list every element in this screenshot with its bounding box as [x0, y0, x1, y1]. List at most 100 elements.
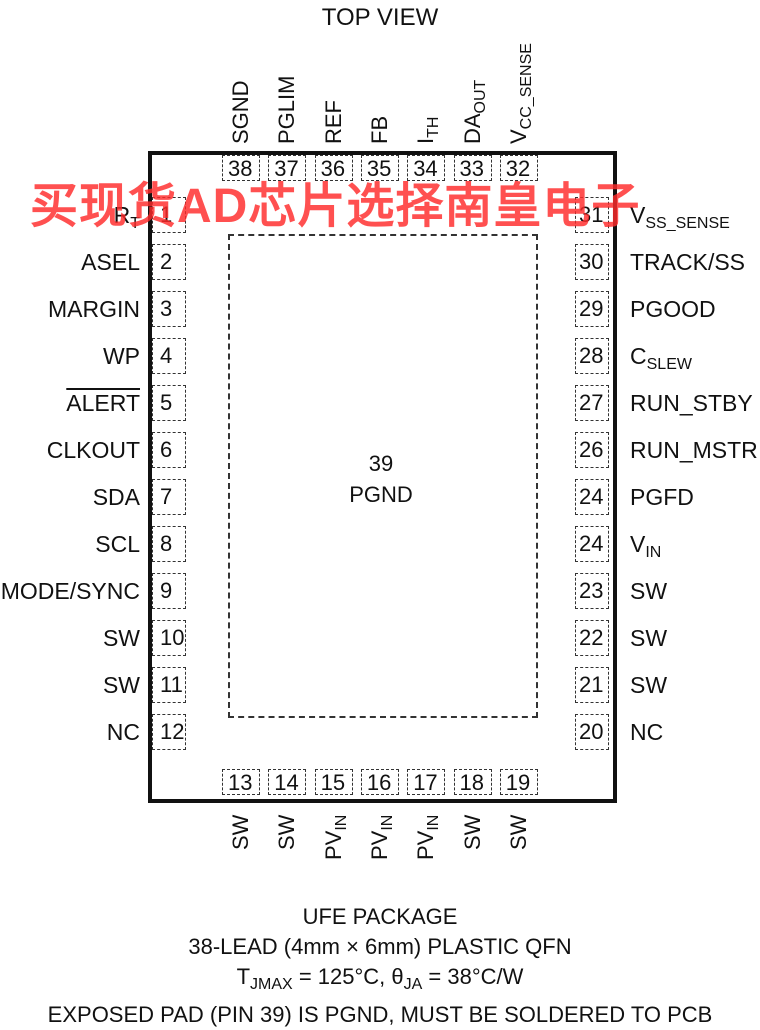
- pin-box-top: [314, 155, 353, 181]
- pin-number: 4: [160, 343, 173, 368]
- pin-box-bottom: [268, 769, 307, 795]
- pin-number: 20: [579, 719, 604, 744]
- pin-number: 3: [160, 296, 173, 321]
- pin-label: SDA: [92, 484, 140, 510]
- pin-label: SW: [228, 815, 253, 851]
- pin-label: REF: [320, 100, 346, 144]
- pin-box-top: [268, 155, 307, 181]
- pin-number: 12: [160, 719, 185, 744]
- pin-box-top: [407, 155, 446, 181]
- pin-label: RT: [113, 202, 140, 232]
- pin-label: SW: [630, 672, 668, 698]
- pin-box-right: [575, 714, 609, 750]
- pin-label: PGFD: [630, 484, 694, 510]
- pin-number: 28: [579, 343, 604, 368]
- pin-label: VCC_SENSE: [505, 43, 535, 144]
- pin-label: PVIN: [366, 815, 396, 861]
- package-description: 38-LEAD (4mm × 6mm) PLASTIC QFN: [188, 934, 572, 959]
- pin-label: TRACK/SS: [630, 249, 746, 275]
- pin-box-right: [575, 573, 609, 609]
- pin-label: VSS_SENSE: [630, 202, 730, 232]
- pin-box-left: [152, 432, 186, 468]
- pin-box-right: [575, 526, 609, 562]
- pin-label: DAOUT: [459, 79, 489, 144]
- pin-number: 37: [274, 156, 299, 181]
- pin-label: SW: [274, 815, 300, 851]
- pin-number: 34: [413, 156, 438, 181]
- exposed-pad-number: 39: [368, 451, 394, 476]
- pin-box-right: [575, 385, 609, 421]
- pin-number: 2: [160, 249, 173, 274]
- pin-number: 36: [320, 156, 346, 181]
- pin-number: 1: [160, 202, 173, 227]
- pin-number: 35: [366, 156, 392, 181]
- pin-number: 29: [579, 296, 604, 321]
- pin-box-bottom: [222, 769, 260, 795]
- pin-box-left: [152, 244, 186, 280]
- pin-label: RUN_STBY: [630, 390, 753, 416]
- pin-box-right: [575, 244, 609, 280]
- watermark-text: 买现货AD芯片选择南皇电子: [30, 180, 641, 233]
- exposed-pad-name: PGND: [349, 482, 413, 507]
- pin-box-right: [575, 197, 609, 233]
- thermal-spec: TJMAX = 125°C, θJA = 38°C/W: [236, 964, 524, 993]
- pin-number: 31: [579, 202, 604, 227]
- pin-number: 5: [160, 390, 173, 415]
- pin-number: 24: [579, 484, 604, 509]
- pin-box-bottom: [360, 769, 399, 795]
- pin-box-left: [152, 667, 186, 703]
- pin-number: 23: [579, 578, 604, 603]
- package-info: UFE PACKAGE 38-LEAD (4mm × 6mm) PLASTIC …: [0, 902, 760, 1030]
- pin-label: VIN: [630, 531, 662, 561]
- pin-number: 16: [366, 770, 392, 795]
- pin-box-right: [575, 432, 609, 468]
- pin-number: 9: [160, 578, 173, 603]
- pin-number: 27: [579, 390, 604, 415]
- pin-number: 33: [459, 156, 484, 181]
- pin-box-left: [152, 714, 186, 750]
- pin-label: WP: [102, 343, 140, 369]
- pin-label: SW: [459, 815, 485, 851]
- pin-box-bottom: [499, 769, 538, 795]
- pin-number: 38: [228, 156, 253, 181]
- pin-label: RUN_MSTR: [630, 437, 758, 463]
- pin-label: SW: [102, 672, 140, 698]
- ic-package-outline: [148, 151, 617, 803]
- pin-box-bottom: [453, 769, 492, 795]
- pin-box-top: [453, 155, 492, 181]
- pin-box-left: [152, 479, 186, 515]
- pin-number: 8: [160, 531, 173, 556]
- pin-label: SW: [505, 815, 531, 851]
- pin-box-top: [360, 155, 399, 181]
- package-name: UFE PACKAGE: [302, 904, 458, 929]
- pin-box-top: [499, 155, 538, 181]
- pin-box-left: [152, 573, 186, 609]
- pin-number: 19: [505, 770, 531, 795]
- pin-box-right: [575, 291, 609, 327]
- pin-label: NC: [106, 719, 140, 745]
- pin-number: 21: [579, 672, 604, 697]
- pin-box-right: [575, 620, 609, 656]
- pin-number: 6: [160, 437, 173, 462]
- pin-label: PVIN: [320, 815, 350, 861]
- pin-label: FB: [366, 115, 392, 144]
- pin-number: 14: [274, 770, 299, 795]
- pin-box-right: [575, 479, 609, 515]
- pin-label: ASEL: [81, 249, 140, 275]
- pin-box-left: [152, 526, 186, 562]
- pin-label: SGND: [228, 80, 253, 144]
- pin-label: PVIN: [413, 815, 443, 861]
- pin-label: ALERT: [66, 390, 140, 416]
- pin-number: 30: [579, 249, 604, 274]
- pin-box-left: [152, 197, 186, 233]
- pin-box-left: [152, 291, 186, 327]
- pin-box-left: [152, 385, 186, 421]
- pin-label: CSLEW: [630, 343, 692, 373]
- diagram-title: TOP VIEW: [321, 4, 439, 31]
- pin-label: CLKOUT: [46, 437, 140, 463]
- pin-number: 11: [160, 672, 183, 697]
- pin-label: SW: [630, 625, 668, 651]
- pin-label: PGOOD: [630, 296, 716, 322]
- pin-label: SW: [102, 625, 140, 651]
- pin-label: MODE/SYNC: [0, 578, 140, 604]
